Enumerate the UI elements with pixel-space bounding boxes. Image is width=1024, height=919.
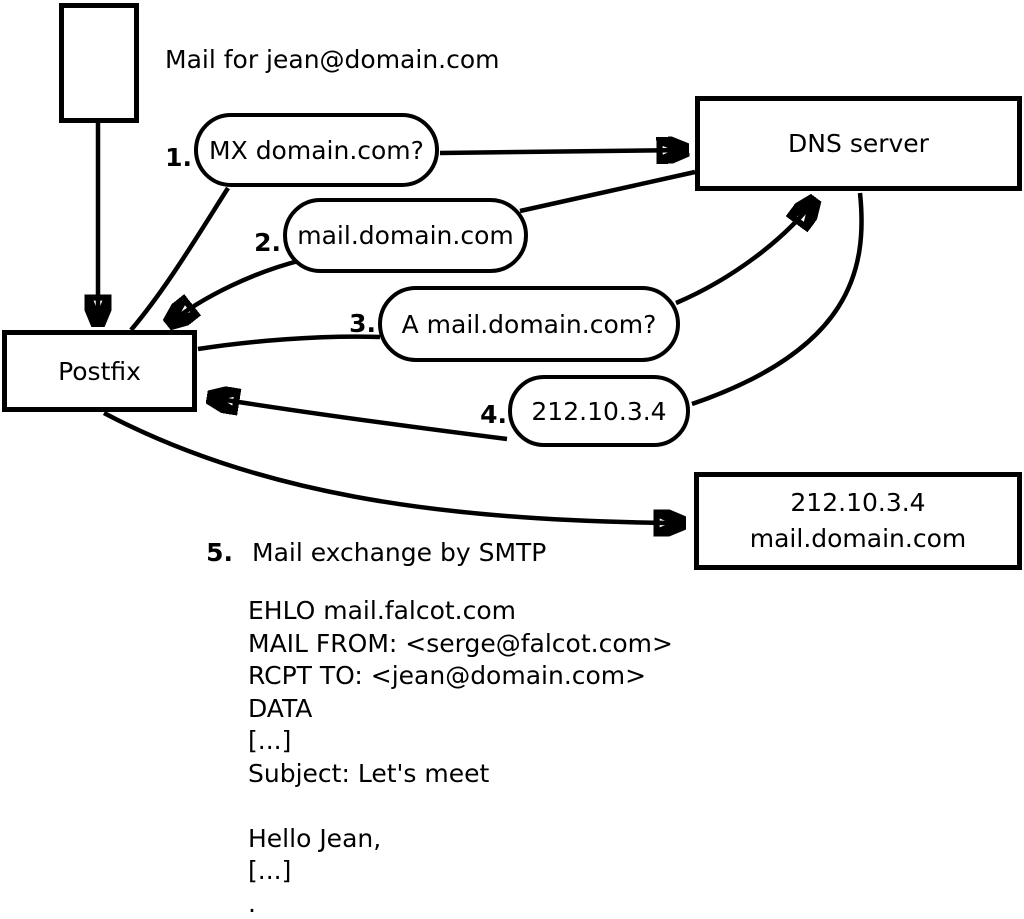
link-dns-to-answer4 — [691, 192, 864, 407]
mail-server-ip: 212.10.3.4 — [790, 488, 926, 517]
smtp-line: . — [248, 888, 256, 918]
smtp-line: DATA — [248, 693, 313, 723]
step5-label: Mail exchange by SMTP — [252, 538, 547, 567]
answer4-pill: 212.10.3.4 — [508, 375, 690, 447]
query1-label: MX domain.com? — [209, 135, 424, 165]
smtp-line: RCPT TO: <jean@domain.com> — [248, 661, 647, 690]
arrow-query3-to-dns — [675, 198, 816, 306]
smtp-line: Hello Jean, — [248, 823, 382, 853]
smtp-line — [248, 790, 673, 823]
mail-server-hostname: mail.domain.com — [749, 524, 967, 553]
mail-server-node: 212.10.3.4 mail.domain.com — [694, 472, 1022, 570]
mail-for-note: Mail for jean@domain.com — [165, 45, 500, 74]
step5-number: 5. — [206, 538, 233, 567]
answer4-label: 212.10.3.4 — [531, 396, 667, 426]
link-postfix-to-query3 — [197, 334, 381, 352]
link-dns-to-answer2 — [519, 169, 696, 214]
arrow-answer4-to-postfix — [207, 397, 508, 442]
answer2-pill: mail.domain.com — [283, 198, 528, 273]
step1-number: 1. — [165, 143, 192, 172]
postfix-node: Postfix — [2, 330, 197, 412]
arrow-postfix-to-mailserver — [102, 411, 686, 523]
link-postfix-to-query1 — [129, 186, 230, 332]
dns-server-label: DNS server — [788, 129, 929, 158]
smtp-line: MAIL FROM: <serge@falcot.com> — [248, 628, 673, 658]
postfix-label: Postfix — [58, 356, 141, 386]
query3-label: A mail.domain.com? — [401, 309, 657, 339]
answer2-label: mail.domain.com — [297, 221, 514, 250]
smtp-line: [...] — [248, 856, 292, 885]
arrow-answer2-to-postfix — [167, 257, 303, 325]
smtp-line: EHLO mail.falcot.com — [248, 596, 517, 625]
arrow-query1-to-dns — [439, 150, 689, 153]
step4-number: 4. — [480, 400, 507, 429]
smtp-line: [...] — [248, 726, 292, 755]
step2-number: 2. — [254, 228, 281, 257]
dns-server-node: DNS server — [695, 96, 1022, 191]
query3-pill: A mail.domain.com? — [378, 286, 680, 362]
step3-number: 3. — [349, 309, 376, 338]
smtp-line: Subject: Let's meet — [248, 758, 490, 788]
query1-pill: MX domain.com? — [194, 113, 439, 187]
mail-message-node — [59, 3, 139, 123]
